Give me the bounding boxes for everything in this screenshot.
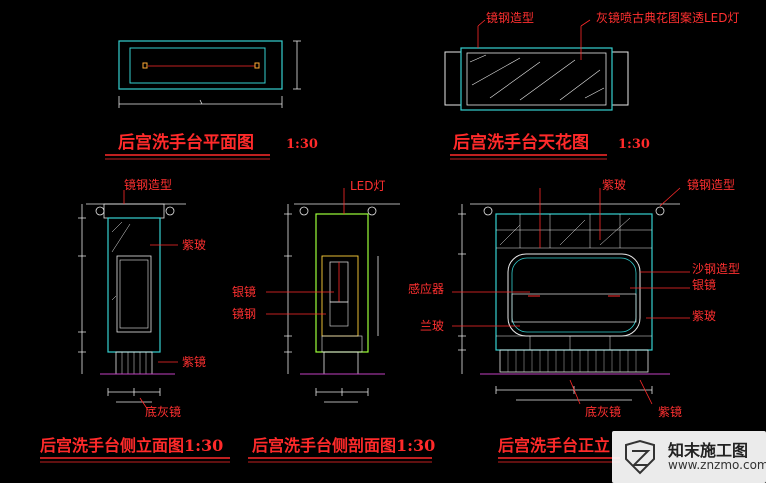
label-gray-mirror-led: 灰镜喷古典花图案透LED灯	[596, 10, 740, 25]
side-section-title: 后宫洗手台侧剖面图1:30	[252, 436, 435, 455]
label-sand-steel-shape: 沙钢造型	[692, 262, 740, 276]
label-mirror-steel-shape-side: 镜钢造型	[124, 177, 172, 192]
label-sensor: 感应器	[408, 281, 444, 296]
side-section-view	[248, 188, 432, 463]
label-silver-mirror-section: 银镜	[232, 284, 256, 299]
front-elevation-view	[452, 187, 690, 463]
label-led-light: LED灯	[350, 179, 386, 193]
side-elevation-title: 后宫洗手台侧立面图1:30	[40, 436, 223, 455]
label-mirror-steel-section: 镜钢	[232, 306, 256, 321]
watermark-name: 知末施工图	[668, 441, 749, 460]
plan-view	[105, 40, 301, 160]
label-purple-mirror-side: 紫镜	[182, 354, 206, 369]
front-elevation-title: 后宫洗手台正立	[498, 436, 610, 455]
ceiling-scale: 1:30	[618, 137, 650, 152]
label-blue-glass: 兰玻	[420, 319, 444, 333]
label-purple-glass-front-2: 紫玻	[692, 309, 716, 323]
label-bottom-gray-mirror-front: 底灰镜	[585, 404, 621, 419]
ceiling-title: 后宫洗手台天花图	[453, 132, 589, 153]
znzmo-logo-icon	[625, 439, 655, 475]
label-mirror-steel-shape-ceiling: 镜钢造型	[486, 10, 534, 25]
label-purple-glass-side: 紫玻	[182, 238, 206, 252]
label-purple-mirror-front: 紫镜	[658, 404, 682, 419]
label-mirror-steel-shape-front: 镜钢造型	[687, 177, 735, 192]
ceiling-view	[444, 19, 629, 160]
plan-scale: 1:30	[286, 137, 318, 152]
label-bottom-gray-mirror-side: 底灰镜	[145, 404, 181, 419]
label-purple-glass-front: 紫玻	[602, 178, 626, 192]
side-elevation-view	[40, 190, 230, 463]
label-silver-mirror-front: 银镜	[692, 277, 716, 292]
watermark: 知末施工图 www.znzmo.com	[612, 431, 766, 483]
plan-title: 后宫洗手台平面图	[118, 132, 254, 153]
watermark-url: www.znzmo.com	[668, 458, 766, 472]
